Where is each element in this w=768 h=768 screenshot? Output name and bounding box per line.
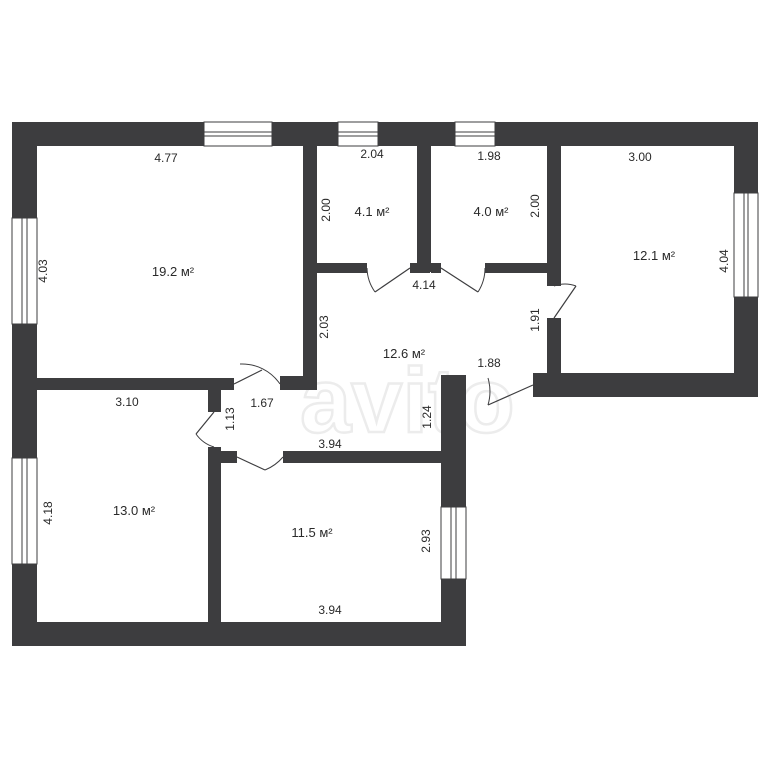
door-big-room — [233, 363, 281, 385]
dim-width: 1.98 — [477, 149, 501, 163]
dim-height: 2.00 — [319, 198, 333, 222]
dim-height: 4.18 — [41, 501, 55, 525]
dim-left: 2.03 — [317, 315, 331, 339]
dim-height: 2.00 — [528, 194, 542, 218]
dim-height: 4.04 — [717, 249, 731, 273]
interior-walls — [37, 146, 561, 622]
window-top-big-room — [203, 121, 273, 147]
windows — [11, 121, 759, 580]
dim-bottom-right: 1.88 — [477, 356, 501, 370]
doors — [195, 267, 577, 471]
dim-width: 3.10 — [115, 395, 139, 409]
room-hall: 4.14 2.03 1.91 1.88 1.24 1.67 1.13 3.94 … — [223, 278, 542, 451]
window-left-bottom-room — [11, 457, 38, 565]
dim-width: 3.94 — [318, 603, 342, 617]
area-label: 12.1 м² — [633, 248, 676, 263]
area-label: 11.5 м² — [291, 525, 333, 540]
door-bottom-left-room — [195, 411, 215, 448]
dim-corridor-length: 3.94 — [318, 437, 342, 451]
area-label: 12.6 м² — [383, 346, 426, 361]
watermark: avito — [300, 350, 515, 452]
window-top-storage-1 — [337, 121, 379, 147]
dim-corridor-end: 1.13 — [223, 407, 237, 431]
room-bedroom-right: 3.00 4.04 12.1 м² — [628, 150, 731, 273]
dim-height: 2.93 — [419, 529, 433, 553]
dim-corridor-left: 1.67 — [250, 396, 274, 410]
dim-right: 1.91 — [528, 308, 542, 332]
room-bedroom-middle-bottom: 3.94 2.93 11.5 м² — [291, 525, 433, 617]
door-storage-2 — [440, 267, 486, 293]
window-right-room — [733, 192, 759, 298]
dim-top: 4.14 — [412, 278, 436, 292]
room-storage-2: 1.98 2.00 4.0 м² — [474, 149, 542, 219]
room-bedroom-left-bottom: 3.10 4.18 13.0 м² — [41, 395, 156, 525]
area-label: 13.0 м² — [113, 503, 156, 518]
dim-height: 4.03 — [36, 259, 50, 283]
door-hall-bottom-right — [487, 377, 534, 406]
dim-corridor-height: 1.24 — [420, 405, 434, 429]
room-storage-1: 2.04 2.00 4.1 м² — [319, 147, 390, 222]
dim-width: 2.04 — [360, 147, 384, 161]
area-label: 19.2 м² — [152, 264, 195, 279]
door-right-room — [553, 283, 577, 319]
area-label: 4.0 м² — [474, 204, 510, 219]
window-top-storage-2 — [454, 121, 496, 147]
door-bottom-middle-room — [236, 456, 284, 471]
dim-width: 3.00 — [628, 150, 652, 164]
window-bottom-middle-room — [440, 506, 467, 580]
area-label: 4.1 м² — [355, 204, 391, 219]
dim-width: 4.77 — [154, 151, 178, 165]
door-storage-1 — [366, 267, 411, 293]
room-bedroom-large: 4.77 4.03 19.2 м² — [36, 151, 195, 283]
window-left-big-room — [11, 217, 38, 325]
